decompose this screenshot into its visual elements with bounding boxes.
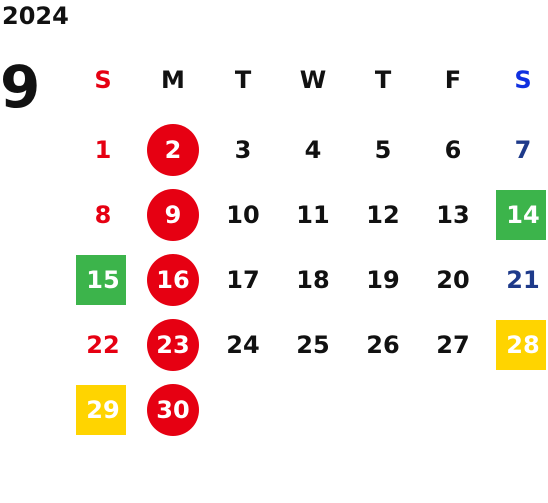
calendar-day-cell[interactable]: 6 [418,118,488,182]
calendar-day-cell[interactable]: 4 [278,118,348,182]
green-square-marker [76,255,126,305]
calendar-day-cell[interactable]: 5 [348,118,418,182]
day-number: 27 [436,331,470,359]
day-number: 13 [436,201,470,229]
red-circle-marker [147,254,199,306]
weekday-header-fri: F [444,66,462,94]
weekday-header-sun: S [94,66,112,94]
red-circle-marker [147,319,199,371]
calendar-day-cell[interactable]: 16 [138,248,208,312]
red-circle-marker [147,189,199,241]
day-number: 23 [156,331,190,359]
calendar-day-cell[interactable]: 28 [488,313,548,377]
weekday-header-sat: S [514,66,532,94]
calendar-day-cell[interactable]: 3 [208,118,278,182]
day-number: 7 [514,136,532,164]
day-number: 24 [226,331,260,359]
day-number: 26 [366,331,400,359]
calendar-day-cell[interactable]: 7 [488,118,548,182]
green-square-marker [496,190,546,240]
calendar-day-cell[interactable]: 22 [68,313,138,377]
calendar-day-cell[interactable]: 26 [348,313,418,377]
calendar-day-cell[interactable]: 8 [68,183,138,247]
calendar-day-cell[interactable]: 9 [138,183,208,247]
month-number: 9 [0,53,41,121]
day-number: 4 [304,136,322,164]
day-number: 16 [156,266,190,294]
weekday-header-thu: T [374,66,392,94]
calendar-day-cell[interactable]: 25 [278,313,348,377]
day-number: 14 [506,201,540,229]
day-number: 28 [506,331,540,359]
calendar-day-cell[interactable]: 29 [68,378,138,442]
weekday-header-tue: T [234,66,252,94]
day-number: 19 [366,266,400,294]
day-number: 2 [164,136,182,164]
day-number: 5 [374,136,392,164]
day-number: 10 [226,201,260,229]
day-number: 25 [296,331,330,359]
day-number: 12 [366,201,400,229]
calendar-day-cell[interactable]: 11 [278,183,348,247]
day-number: 15 [86,266,120,294]
weekday-header-wed: W [299,66,327,94]
calendar-day-cell[interactable]: 17 [208,248,278,312]
calendar-day-cell[interactable]: 13 [418,183,488,247]
year-label: 2024 [2,2,69,30]
day-number: 20 [436,266,470,294]
day-number: 17 [226,266,260,294]
day-number: 9 [164,201,182,229]
day-number: 6 [444,136,462,164]
day-number: 3 [234,136,252,164]
calendar-day-cell[interactable]: 10 [208,183,278,247]
calendar-day-cell[interactable]: 15 [68,248,138,312]
calendar-day-cell[interactable]: 2 [138,118,208,182]
calendar-day-cell[interactable]: 23 [138,313,208,377]
calendar-day-cell[interactable]: 14 [488,183,548,247]
day-number: 22 [86,331,120,359]
calendar-day-cell[interactable]: 1 [68,118,138,182]
day-number: 1 [94,136,112,164]
weekday-header-mon: M [161,66,185,94]
calendar-day-cell[interactable]: 21 [488,248,548,312]
day-number: 8 [94,201,112,229]
calendar-day-cell[interactable]: 30 [138,378,208,442]
calendar-day-cell[interactable]: 18 [278,248,348,312]
day-number: 30 [156,396,190,424]
yellow-square-marker [496,320,546,370]
red-circle-marker [147,124,199,176]
calendar-day-cell[interactable]: 24 [208,313,278,377]
day-number: 18 [296,266,330,294]
calendar-day-cell[interactable]: 19 [348,248,418,312]
red-circle-marker [147,384,199,436]
yellow-square-marker [76,385,126,435]
calendar-day-cell[interactable]: 12 [348,183,418,247]
day-number: 21 [506,266,540,294]
calendar-day-cell[interactable]: 27 [418,313,488,377]
calendar-day-cell[interactable]: 20 [418,248,488,312]
day-number: 11 [296,201,330,229]
day-number: 29 [86,396,120,424]
